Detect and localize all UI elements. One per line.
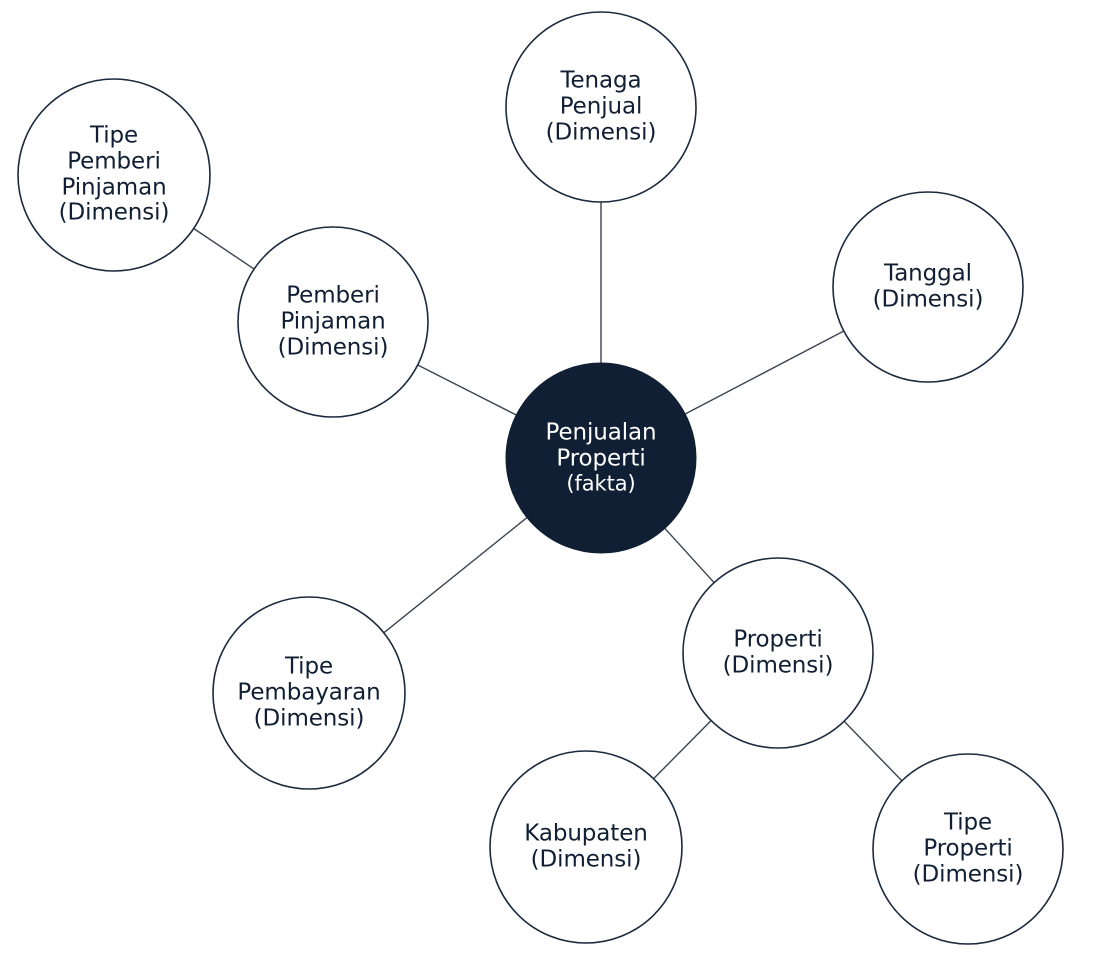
node-circle-tenaga-penjual[interactable] (505, 11, 697, 203)
node-circle-group (17, 11, 1064, 945)
node-circle-tanggal[interactable] (832, 191, 1024, 383)
edge-pemberi-pinjaman-to-tipe-pemberi-pinjaman (193, 227, 255, 270)
node-circle-penjualan-properti[interactable] (505, 362, 697, 554)
node-circle-tipe-pembayaran[interactable] (212, 596, 406, 790)
edge-penjualan-properti-to-properti (664, 527, 715, 584)
node-circle-kabupaten[interactable] (489, 750, 683, 944)
node-circle-pemberi-pinjaman[interactable] (237, 226, 429, 418)
edge-penjualan-properti-to-tipe-pembayaran (383, 517, 528, 634)
edge-properti-to-kabupaten (653, 720, 712, 780)
node-circle-properti[interactable] (682, 557, 874, 749)
edge-penjualan-properti-to-pemberi-pinjaman (417, 364, 517, 416)
edge-properti-to-tipe-properti (843, 720, 903, 782)
edge-connector-group (193, 202, 903, 782)
edge-penjualan-properti-to-tanggal (684, 330, 845, 415)
node-circle-tipe-pemberi-pinjaman[interactable] (17, 78, 211, 272)
node-circle-tipe-properti[interactable] (872, 753, 1064, 945)
